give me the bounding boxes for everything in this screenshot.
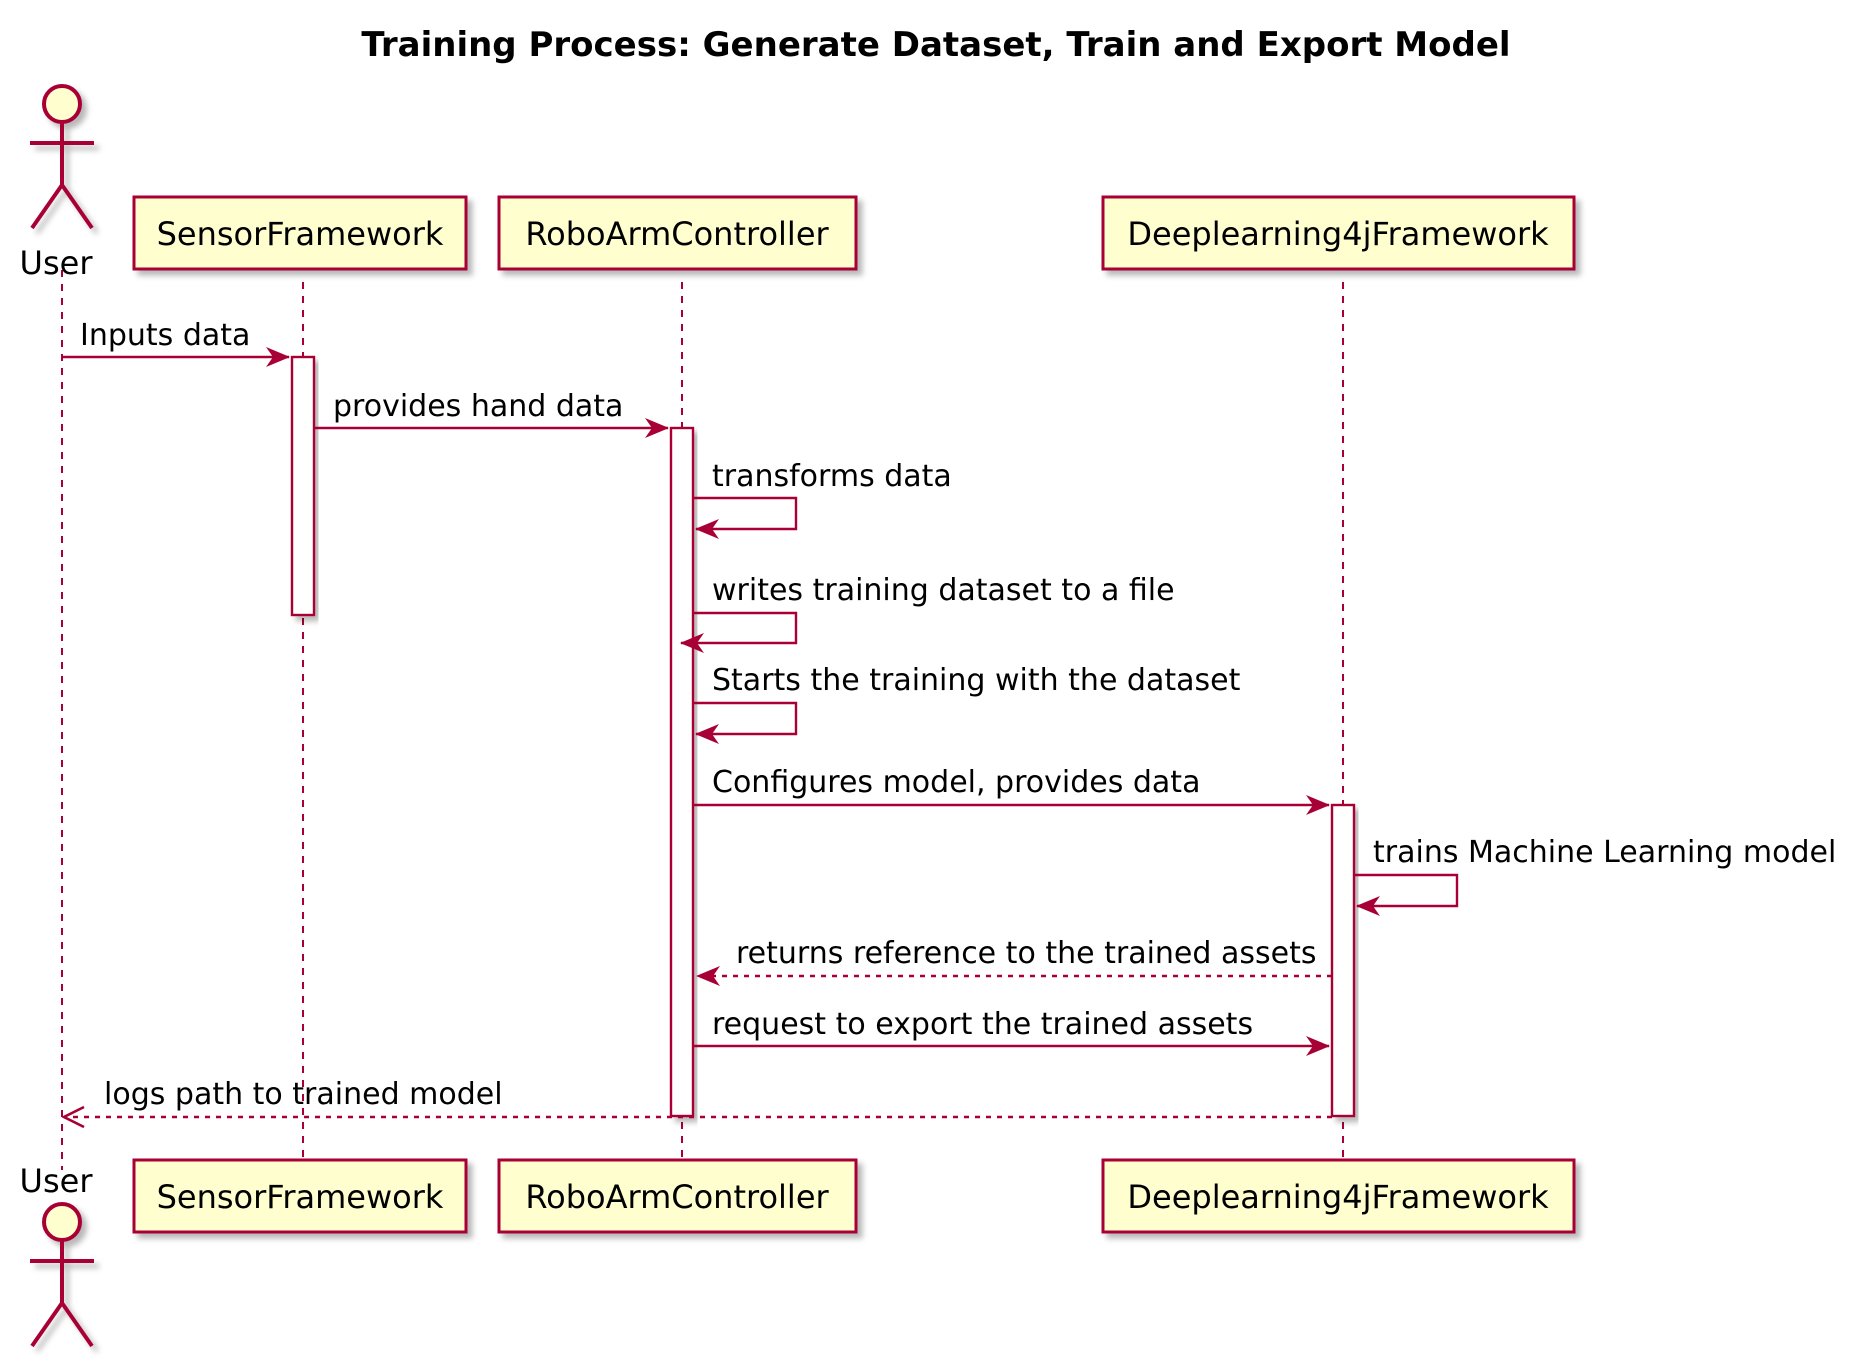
participant-label-deeplearning4j-framework: Deeplearning4jFramework [1127,1178,1549,1216]
participant-label-sensor-framework: SensorFramework [157,1178,444,1216]
message-trains-model: trains Machine Learning model [1354,835,1836,916]
actor-label-user-bottom: User [20,1162,94,1200]
message-logs-path: logs path to trained model [64,1077,1332,1117]
message-configures-model: Configures model, provides data [693,765,1330,815]
message-writes-training-dataset: writes training dataset to a file [680,573,1175,653]
message-starts-training: Starts the training with the dataset [693,663,1241,744]
message-inputs-data: Inputs data [62,318,290,367]
message-label: trains Machine Learning model [1373,835,1836,870]
activation-bar-sensor-framework [290,355,316,617]
diagram-title: Training Process: Generate Dataset, Trai… [361,25,1510,65]
message-label: Inputs data [80,318,250,353]
message-label: writes training dataset to a file [712,573,1175,608]
participant-sensor-framework-top: SensorFramework [132,195,468,271]
actor-head-icon [42,1202,82,1242]
message-request-export: request to export the trained assets [693,1007,1330,1056]
actor-user-top [30,84,94,230]
participant-deeplearning4j-framework-bottom: Deeplearning4jFramework [1101,1158,1576,1234]
participant-label-robo-arm-controller: RoboArmController [525,1178,829,1216]
participant-label-sensor-framework: SensorFramework [157,215,444,253]
message-label: logs path to trained model [104,1077,503,1112]
message-label: request to export the trained assets [712,1007,1253,1042]
activation-bar-robo-arm-controller [669,426,695,1118]
message-label: transforms data [712,459,952,494]
participant-robo-arm-controller-top: RoboArmController [497,195,858,271]
message-provides-hand-data: provides hand data [314,389,669,438]
message-label: Configures model, provides data [712,765,1200,800]
participant-label-robo-arm-controller: RoboArmController [525,215,829,253]
participant-label-deeplearning4j-framework: Deeplearning4jFramework [1127,215,1549,253]
participant-sensor-framework-bottom: SensorFramework [132,1158,468,1234]
message-label: returns reference to the trained assets [736,936,1316,971]
message-returns-reference: returns reference to the trained assets [696,936,1332,986]
actor-user-bottom [30,1202,94,1348]
message-label: Starts the training with the dataset [712,663,1241,698]
activation-bar-deeplearning4j-framework [1330,803,1356,1118]
message-label: provides hand data [333,389,623,424]
actor-label-user-top: User [20,244,94,282]
participant-deeplearning4j-framework-top: Deeplearning4jFramework [1101,195,1576,271]
message-transforms-data: transforms data [693,459,952,539]
participant-robo-arm-controller-bottom: RoboArmController [497,1158,858,1234]
actor-head-icon [42,84,82,124]
